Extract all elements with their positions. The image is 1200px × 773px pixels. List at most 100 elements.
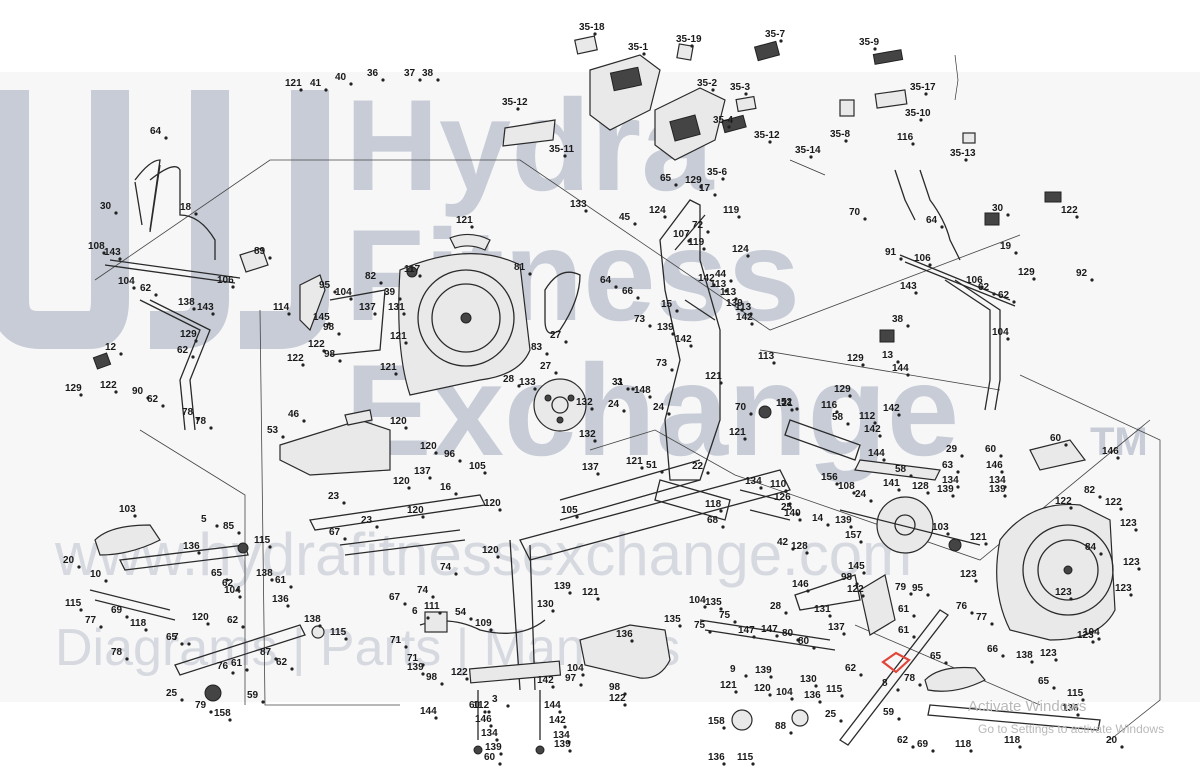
- part-number-label: 157: [845, 530, 862, 541]
- part-number-label: 63: [942, 460, 954, 471]
- part-number-label: 35-11: [549, 144, 574, 155]
- callout-leader-dot: [912, 614, 916, 618]
- callout-leader-dot: [873, 421, 877, 425]
- part-number-label: 139: [835, 515, 852, 526]
- callout-leader-dot: [749, 412, 753, 416]
- callout-leader-dot: [228, 718, 232, 722]
- group-outlines: [94, 159, 1161, 741]
- callout-leader-dot: [671, 332, 675, 336]
- callout-leader-dot: [231, 285, 235, 289]
- callout-leader-dot: [299, 88, 303, 92]
- callout-leader-dot: [404, 341, 408, 345]
- callout-leader-dot: [712, 283, 716, 287]
- part-number-label: 136: [616, 629, 633, 640]
- callout-leader-dot: [394, 372, 398, 376]
- part-number-label: 5: [201, 514, 207, 525]
- part-number-label: 3: [492, 694, 498, 705]
- callout-leader-dot: [342, 501, 346, 505]
- part-number-label: 139: [937, 484, 954, 495]
- callout-leader-dot: [721, 177, 725, 181]
- callout-leader-dot: [343, 537, 347, 541]
- callout-leader-dot: [743, 437, 747, 441]
- part-number-label: 121: [720, 680, 737, 691]
- callout-leader-dot: [1116, 456, 1120, 460]
- part-number-label: 118: [130, 618, 147, 629]
- left-handlebar: [92, 159, 269, 431]
- part-number-label: 60: [469, 700, 481, 711]
- part-number-label: 116: [821, 400, 838, 411]
- flywheel-cover-left: [398, 233, 581, 396]
- callout-leader-dot: [784, 611, 788, 615]
- part-number-label: 70: [735, 402, 747, 413]
- part-number-label: 120: [420, 441, 437, 452]
- callout-leader-dot: [554, 371, 558, 375]
- part-number-label: 68: [707, 515, 719, 526]
- callout-leader-dot: [784, 489, 788, 493]
- part-number-label: 138: [178, 297, 195, 308]
- callout-leader-dot: [1030, 660, 1034, 664]
- part-number-label: 136: [183, 541, 200, 552]
- callout-leader-dot: [984, 542, 988, 546]
- callout-leader-dot: [706, 230, 710, 234]
- part-number-label: 98: [324, 349, 336, 360]
- part-number-label: 122: [1061, 205, 1078, 216]
- part-number-label: 20: [1106, 735, 1118, 746]
- part-number-label: 19: [1000, 241, 1012, 252]
- callout-leader-dot: [454, 492, 458, 496]
- part-number-label: 146: [475, 714, 492, 725]
- callout-leader-dot: [194, 339, 198, 343]
- part-number-label: 65: [1038, 676, 1050, 687]
- callout-leader-dot: [980, 285, 984, 289]
- callout-leader-dot: [919, 118, 923, 122]
- part-number-label: 52: [781, 397, 793, 408]
- callout-leader-dot: [931, 749, 935, 753]
- callout-leader-dot: [719, 381, 723, 385]
- callout-leader-dot: [1000, 470, 1004, 474]
- part-number-label: 118: [955, 739, 972, 750]
- callout-leader-dot: [596, 597, 600, 601]
- callout-leader-dot: [733, 620, 737, 624]
- part-number-label: 146: [1102, 446, 1119, 457]
- callout-leader-dot: [759, 486, 763, 490]
- part-number-label: 132: [576, 397, 593, 408]
- part-number-label: 62: [998, 290, 1010, 301]
- callout-leader-dot: [261, 700, 265, 704]
- part-number-label: 133: [519, 377, 536, 388]
- callout-leader-dot: [1129, 593, 1133, 597]
- part-number-label: 122: [287, 353, 304, 364]
- callout-leader-dot: [859, 540, 863, 544]
- part-number-label: 156: [821, 472, 838, 483]
- callout-leader-dot: [407, 486, 411, 490]
- part-number-label: 144: [868, 448, 885, 459]
- part-number-label: 62: [845, 663, 857, 674]
- part-number-label: 115: [65, 598, 82, 609]
- part-number-label: 98: [841, 572, 853, 583]
- part-number-label: 142: [549, 715, 566, 726]
- part-number-label: 3: [617, 377, 623, 388]
- part-number-label: 54: [455, 607, 467, 618]
- part-number-label: 130: [800, 674, 817, 685]
- part-number-label: 138: [1016, 650, 1033, 661]
- part-number-label: 65: [166, 632, 178, 643]
- part-number-label: 98: [426, 672, 438, 683]
- part-number-label: 69: [111, 605, 123, 616]
- part-number-label: 41: [310, 78, 322, 89]
- callout-leader-dot: [790, 697, 794, 701]
- callout-leader-dot: [751, 762, 755, 766]
- callout-leader-dot: [703, 605, 707, 609]
- part-number-label: 120: [484, 498, 501, 509]
- part-number-label: 122: [1055, 496, 1072, 507]
- callout-leader-dot: [724, 289, 728, 293]
- part-number-label: 121: [582, 587, 599, 598]
- part-number-label: 107: [673, 229, 690, 240]
- part-number-label: 74: [417, 585, 429, 596]
- part-number-label: 126: [774, 492, 791, 503]
- part-number-label: 62: [276, 657, 288, 668]
- part-number-label: 73: [634, 314, 646, 325]
- part-number-label: 121: [390, 331, 407, 342]
- callout-leader-dot: [551, 685, 555, 689]
- callout-leader-dot: [969, 749, 973, 753]
- part-number-label: 139: [726, 298, 743, 309]
- part-number-label: 77: [976, 612, 988, 623]
